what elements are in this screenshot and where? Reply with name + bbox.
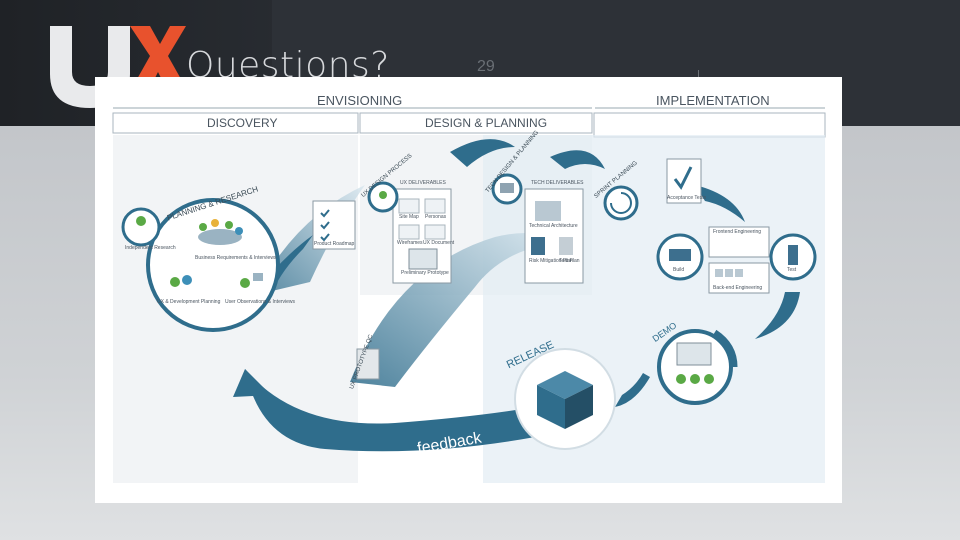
diagram-canvas <box>112 107 826 483</box>
test-label: Test <box>787 267 797 273</box>
tech-deliverables-title: TECH DELIVERABLES <box>531 180 584 186</box>
impl-arc-top <box>695 185 745 222</box>
business-requirements-label: Business Requirements & Interviews <box>195 255 277 261</box>
phase-envisioning: ENVISIONING <box>317 93 403 108</box>
audience-icon <box>676 374 714 384</box>
product-roadmap-card <box>312 200 356 250</box>
site-map-label: Site Map <box>399 214 419 220</box>
sprint-planning-circle <box>603 185 639 221</box>
ux-process-diagram: ENVISIONING IMPLEMENTATION DISCOVERY DES… <box>95 77 842 503</box>
test-plan-icon <box>559 237 573 255</box>
user-observations-label: User Observations & Interviews <box>225 299 296 305</box>
planning-research-circle <box>146 198 280 332</box>
preliminary-prototype-label: Preliminary Prototype <box>401 270 449 276</box>
backend-card <box>708 262 770 294</box>
backend-engineering-label: Back-end Engineering <box>713 285 763 291</box>
phase-discovery: DISCOVERY <box>207 116 278 130</box>
phase-implementation: IMPLEMENTATION <box>656 93 770 108</box>
persona-icon <box>136 216 146 226</box>
backend-grid-icon <box>715 269 743 277</box>
frontend-engineering-label: Frontend Engineering <box>713 229 762 235</box>
prototype-qc-icon <box>356 348 380 380</box>
cycle-icon <box>610 192 632 214</box>
release-arc <box>350 233 565 387</box>
discovery-header <box>112 112 359 134</box>
prototype-device-icon <box>408 248 438 270</box>
risk-mitigation-label: Risk Mitigation Plan <box>529 258 573 264</box>
feedback-arrowhead <box>233 369 271 397</box>
tech-design-arc <box>450 139 515 167</box>
risk-icon <box>531 237 545 255</box>
tick-mark <box>698 70 699 78</box>
ux-process-person-icon <box>379 191 387 199</box>
release-return-arc <box>615 373 650 407</box>
product-roadmap-label: Product Roadmap <box>314 241 355 247</box>
frontend-card <box>708 226 770 258</box>
technical-architecture-label: Technical Architecture <box>529 223 578 229</box>
planning-icon <box>170 275 192 287</box>
page-number: 29 <box>477 58 495 75</box>
build-icon <box>669 249 691 261</box>
independent-research-circle <box>121 207 161 247</box>
impl-arc-right <box>755 292 800 339</box>
sprint-arc <box>550 150 605 169</box>
build-label: Build <box>673 267 685 273</box>
test-plan-label: Test Plan <box>559 258 580 264</box>
release-box-icon <box>537 371 593 429</box>
observation-icon <box>240 273 263 288</box>
demo-circle <box>657 329 733 405</box>
implementation-header <box>593 112 826 138</box>
architecture-icon <box>535 201 561 221</box>
phase-design-planning: DESIGN & PLANNING <box>425 116 548 130</box>
personas-label: Personas <box>425 214 447 220</box>
ux-document-label: UX Document <box>423 240 455 246</box>
acceptance-check-icon <box>673 166 693 190</box>
feedback-arc <box>245 369 535 452</box>
tech-process-icon <box>500 183 514 193</box>
acceptance-tests-label: Acceptance Tests <box>667 195 707 201</box>
ux-deliverables-title: UX DELIVERABLES <box>400 180 446 186</box>
meeting-icon <box>198 219 243 245</box>
demo-arc <box>713 329 738 368</box>
demo-screen-icon <box>676 342 712 366</box>
ux-dev-planning-label: UX & Development Planning <box>157 299 221 305</box>
design-planning-header <box>359 112 593 134</box>
independent-research-label: Independent Research <box>125 245 176 251</box>
wireframes-label: Wireframes <box>397 240 423 246</box>
checklist-icon <box>320 209 330 242</box>
logo-x-letter <box>130 26 186 88</box>
test-icon <box>788 245 798 265</box>
